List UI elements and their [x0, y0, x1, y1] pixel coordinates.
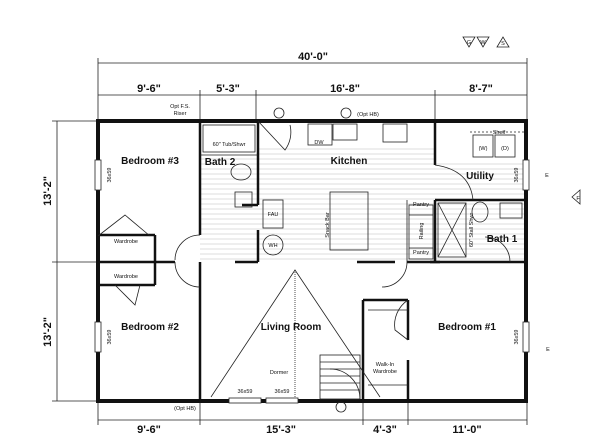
left-dimension: 13'-2" [42, 176, 54, 206]
washer-icon [472, 134, 494, 158]
room-label-kitchen: Kitchen [331, 156, 368, 167]
dishwasher-label: DW [314, 140, 324, 146]
elevation-f-label: F [576, 196, 580, 202]
window-size-label: 36x59 [275, 389, 290, 395]
room-label-bath-1: Bath 1 [487, 234, 518, 245]
opt-hb-label: (Opt HB) [357, 112, 379, 118]
window [522, 321, 530, 353]
dryer-icon [494, 134, 516, 158]
shelf-label: Shelf [493, 130, 506, 136]
railing-label: Railing [419, 223, 425, 240]
room-label-bedroom-1: Bedroom #1 [438, 322, 496, 333]
elevation-e-label: E [546, 347, 550, 353]
room-label-utility: Utility [466, 171, 494, 182]
window [228, 397, 262, 404]
toilet-icon [471, 201, 489, 223]
snack-bar-label: Snack Bar [325, 212, 331, 238]
legend-g: G [467, 40, 471, 46]
exterior-light-icon [335, 401, 347, 413]
tub-label: 60" Tub/Shwr [213, 142, 246, 148]
elevation-e-label: E [545, 173, 549, 179]
sink-icon [499, 202, 523, 219]
window-size-label: 36x59 [514, 168, 520, 183]
pantry-label: Pantry [413, 202, 429, 208]
stairs [319, 354, 361, 400]
pantry-railing [408, 204, 434, 260]
window [265, 397, 299, 404]
bottom-dimension: 11'-0" [452, 424, 481, 436]
top-dimension: 9'-6" [137, 83, 161, 95]
rear-door-swing [257, 120, 292, 151]
washer-label: (W) [479, 146, 488, 152]
floor-hatching [200, 148, 526, 260]
dormer-outline [210, 269, 381, 398]
water-heater-icon [262, 234, 284, 256]
overall-width-dimension: 40'-0" [298, 51, 328, 63]
pantry-label: Pantry [413, 250, 429, 256]
legend-symbols: G W S [462, 36, 510, 48]
stall-shower-label: 60" Stall Shwr [469, 213, 475, 248]
bottom-dimension: 15'-3" [266, 424, 296, 436]
sink-icon [234, 191, 253, 208]
room-label-bedroom-3: Bedroom #3 [121, 156, 179, 167]
kitchen-sink-icon [332, 123, 358, 141]
window-size-label: 36x59 [107, 330, 113, 345]
window-size-label: 36x59 [107, 168, 113, 183]
window [94, 321, 102, 353]
shower-stall [437, 202, 467, 258]
room-label-bedroom-2: Bedroom #2 [121, 322, 179, 333]
left-dimension: 13'-2" [42, 317, 54, 347]
top-dimension: 8'-7" [469, 83, 493, 95]
fixtures [94, 107, 581, 413]
wardrobe-label: Wardrobe [114, 274, 138, 280]
legend-s: S [501, 41, 505, 47]
dishwasher [307, 123, 333, 146]
top-dimension: 5'-3" [216, 83, 240, 95]
furnace-icon [262, 199, 284, 229]
walk-in-wardrobe-label: Wardrobe [373, 369, 397, 375]
top-dimension: 16'-8" [330, 83, 360, 95]
dryer-label: (D) [501, 146, 509, 152]
dormer-label: Dormer [270, 370, 289, 376]
opt-hb-label: (Opt HB) [174, 406, 196, 412]
bottom-dimension: 4'-3" [373, 424, 397, 436]
exterior-light-icon [273, 107, 285, 119]
walk-in-wardrobe-label: Walk-In [376, 362, 394, 368]
window [522, 159, 530, 191]
wardrobe-label: Wardrobe [114, 239, 138, 245]
room-label-living-room: Living Room [261, 322, 322, 333]
hose-bib-icon [340, 107, 352, 119]
dimension-lines [52, 58, 528, 425]
toilet-icon [230, 163, 252, 181]
legend-w: W [480, 40, 486, 46]
elevation-marker [571, 189, 581, 205]
fau-label: FAU [268, 212, 279, 218]
window [94, 159, 102, 191]
range-icon [382, 123, 408, 143]
snack-bar-island [329, 191, 369, 251]
water-heater-label: WH [268, 243, 277, 249]
opt-fs-riser-label: Riser [174, 111, 187, 117]
front-door-swing [329, 368, 361, 400]
room-label-bath-2: Bath 2 [205, 157, 236, 168]
bathtub [202, 124, 256, 153]
window-size-label: 36x59 [238, 389, 253, 395]
window-size-label: 36x59 [514, 330, 520, 345]
opt-fs-riser-label: Opt F.S. [170, 104, 190, 110]
bottom-dimension: 9'-6" [137, 424, 161, 436]
